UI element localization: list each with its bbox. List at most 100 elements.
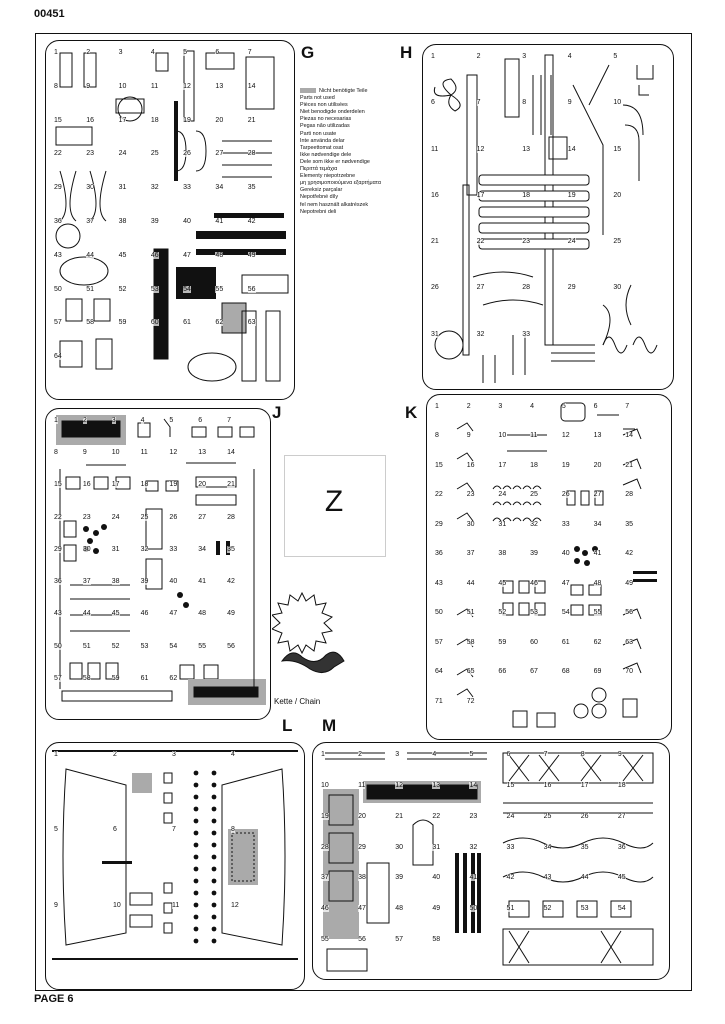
legend-line: fel nem használt alkatrészek [300, 201, 369, 208]
part-number-label: 11 [530, 432, 538, 440]
part-number-label: 23 [522, 238, 530, 246]
part-number-label: 25 [543, 812, 552, 820]
part-number-label: 13 [432, 781, 441, 789]
part-number-label: 4 [140, 417, 145, 424]
part-number-label: 3 [522, 53, 527, 60]
part-number-label: 35 [625, 520, 634, 528]
part-number-label: 8 [54, 449, 58, 457]
part-number-label: 57 [435, 638, 443, 646]
part-number-label: 24 [118, 150, 127, 158]
part-number-label: 18 [522, 191, 530, 199]
part-number-label: 59 [498, 638, 507, 646]
part-number-label: 45 [118, 251, 127, 259]
part-number-label: 28 [247, 150, 256, 158]
part-number-label: 34 [215, 184, 224, 192]
part-number-label: 10 [118, 82, 127, 90]
part-number-label: 9 [466, 432, 471, 440]
page-number: PAGE 6 [34, 993, 74, 1005]
part-number-label: 33 [169, 545, 178, 553]
part-number-label: 44 [466, 579, 475, 587]
sprue-letter-l: L [282, 716, 293, 735]
part-number-label: 48 [215, 251, 224, 259]
part-number-label: 29 [54, 184, 62, 192]
part-number-label: 9 [86, 82, 91, 90]
part-number-label: 13 [593, 432, 602, 440]
part-number-label: 57 [54, 674, 62, 682]
part-number-label: 46 [530, 579, 538, 587]
part-number-label: 22 [432, 812, 441, 820]
part-number-label: 62 [215, 319, 224, 327]
sprue-l-parts [52, 750, 298, 960]
part-number-label: 45 [498, 579, 507, 587]
part-number-label: 50 [469, 905, 478, 913]
part-number-label: 2 [358, 751, 363, 758]
part-number-label: 8 [231, 826, 235, 834]
part-number-label: 22 [476, 238, 485, 246]
part-number-label: 5 [613, 53, 618, 60]
part-number-label: 11 [172, 901, 180, 909]
part-number-label: 50 [54, 642, 62, 650]
part-number-label: 44 [580, 874, 589, 882]
part-number-label: 45 [111, 610, 120, 618]
part-number-label: 65 [466, 668, 475, 676]
legend-line: Pegas não utilizadas [300, 123, 350, 130]
part-number-label: 35 [227, 545, 235, 553]
part-number-label: 27 [198, 513, 207, 521]
part-number-label: 42 [625, 550, 634, 558]
part-number-label: 4 [567, 53, 572, 60]
part-number-label: 23 [466, 491, 475, 499]
part-number-label: 51 [86, 285, 95, 293]
part-number-label: 24 [567, 238, 576, 246]
part-number-label: 30 [395, 843, 404, 851]
part-number-label: 61 [183, 319, 191, 327]
part-number-label: 55 [198, 642, 207, 650]
part-number-label: 53 [140, 642, 149, 650]
page-frame [35, 33, 692, 991]
part-number-label: 54 [183, 285, 191, 293]
part-number-label: 58 [432, 936, 441, 944]
part-number-label: 12 [395, 781, 404, 789]
part-number-label: 53 [530, 609, 538, 617]
part-number-label: 7 [247, 49, 252, 56]
part-number-label: 21 [395, 812, 404, 820]
part-number-label: 36 [54, 578, 62, 586]
part-number-label: 58 [466, 638, 475, 646]
part-number-label: 30 [86, 184, 95, 192]
part-number-label: 32 [140, 545, 149, 553]
part-number-label: 2 [86, 49, 91, 56]
part-number-label: 42 [227, 578, 235, 586]
part-number-label: 2 [466, 403, 471, 410]
part-number-label: 9 [567, 99, 572, 107]
part-number-label: 37 [321, 874, 329, 882]
part-number-label: 5 [469, 751, 474, 758]
legend-line: Dele som ikke er nødvendige [300, 158, 370, 165]
part-number-label: 31 [498, 520, 507, 528]
part-number-label: 36 [54, 218, 62, 225]
part-number-label: 2 [82, 417, 87, 424]
part-number-label: 7 [476, 99, 481, 107]
part-number-label: 30 [82, 545, 91, 553]
legend-line: Pièces non utilisées [300, 102, 348, 109]
part-number-label: 49 [247, 251, 256, 259]
part-number-label: 52 [111, 642, 120, 650]
part-number-label: 34 [198, 545, 207, 553]
part-number-label: 54 [561, 609, 570, 617]
part-number-label: 46 [140, 610, 149, 618]
part-number-label: 15 [435, 461, 443, 469]
legend-line: Ikke nødvendige dele [300, 151, 352, 158]
part-number-label: 1 [435, 403, 439, 410]
part-number-label: 10 [321, 781, 329, 789]
part-number-label: 17 [476, 191, 485, 199]
part-number-label: 5 [561, 403, 566, 410]
part-number-label: 6 [593, 403, 598, 410]
part-number-label: 1 [54, 49, 58, 56]
legend-line: Gereksiz parçalar [300, 187, 343, 194]
part-number-label: 12 [231, 901, 239, 909]
part-number-label: 4 [530, 403, 535, 410]
legend-line: Nicht benötigte Teile [319, 88, 368, 94]
part-number-label: 41 [215, 218, 224, 225]
part-number-label: 46 [321, 905, 329, 913]
legend-line: Nepotřebné díly [300, 194, 339, 201]
part-number-label: 11 [358, 781, 366, 789]
